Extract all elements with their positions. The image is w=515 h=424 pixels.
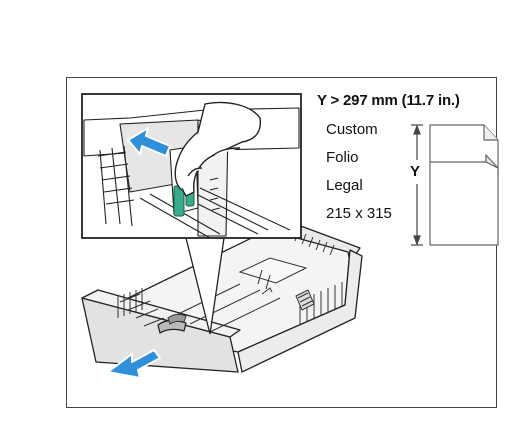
size-label-215x315: 215 x 315 (326, 205, 392, 222)
tray-details (117, 225, 343, 333)
hand-illustration (174, 101, 262, 197)
dimension-indicator (411, 124, 423, 246)
size-label-legal: Legal (326, 177, 363, 194)
paper-sheet-icon (429, 124, 499, 246)
pull-tray-arrow (107, 349, 161, 379)
push-guide-arrow (127, 127, 171, 157)
size-label-folio: Folio (326, 149, 359, 166)
size-label-custom: Custom (326, 121, 378, 138)
size-heading: Y > 297 mm (11.7 in.) (317, 92, 460, 109)
inset-border (81, 93, 302, 239)
dimension-label: Y (410, 163, 421, 180)
